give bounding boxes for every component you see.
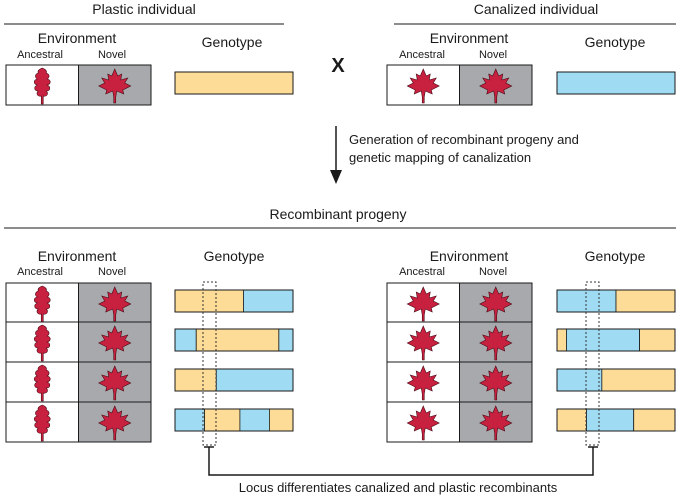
genotype-segment-blue — [215, 368, 294, 392]
genotype-segment-orange — [601, 368, 676, 392]
environment-label: Environment — [430, 248, 509, 264]
environment-label: Environment — [38, 30, 117, 46]
genotype-segment-blue — [243, 289, 294, 313]
novel-label: Novel — [479, 266, 507, 278]
ancestral-label: Ancestral — [17, 266, 63, 278]
genotype-segment-orange — [639, 328, 676, 352]
genotype-label: Genotype — [585, 248, 646, 264]
arrow-note-line2: genetic mapping of canalization — [349, 150, 531, 165]
ancestral-label: Ancestral — [399, 266, 445, 278]
novel-label: Novel — [479, 49, 507, 61]
canalized-individual-title: Canalized individual — [474, 1, 599, 17]
genotype-segment-blue — [566, 328, 641, 352]
locus-note: Locus differentiates canalized and plast… — [239, 480, 558, 495]
novel-label: Novel — [98, 49, 126, 61]
genotype-segment-orange — [174, 368, 217, 392]
environment-label: Environment — [38, 248, 117, 264]
genotype-segment-blue — [556, 71, 676, 95]
novel-label: Novel — [98, 266, 126, 278]
genotype-bar — [556, 328, 676, 352]
genotype-segment-orange — [556, 328, 567, 352]
genotype-bar — [174, 289, 294, 313]
genotype-bar — [174, 71, 294, 95]
genotype-segment-blue — [278, 328, 294, 352]
recombinant-progeny-title: Recombinant progeny — [270, 206, 407, 222]
genotype-segment-orange — [174, 289, 244, 313]
locus-bracket — [208, 447, 594, 476]
environment-label: Environment — [430, 30, 509, 46]
genotype-segment-orange — [633, 408, 676, 432]
plastic-individual-title: Plastic individual — [92, 1, 196, 17]
ancestral-label: Ancestral — [17, 49, 63, 61]
genotype-segment-blue — [239, 408, 270, 432]
rows-group — [5, 64, 676, 443]
genotype-bar — [174, 328, 294, 352]
genotype-segment-blue — [174, 328, 197, 352]
arrow-note-line1: Generation of recombinant progeny and — [349, 132, 579, 147]
genotype-bar — [556, 71, 676, 95]
genotype-segment-blue — [586, 408, 635, 432]
genotype-bar — [174, 408, 294, 432]
genotype-segment-blue — [556, 368, 603, 392]
genotype-segment-orange — [204, 408, 241, 432]
genotype-bar — [556, 289, 676, 313]
genotype-label: Genotype — [585, 34, 646, 50]
genotype-segment-blue — [174, 408, 205, 432]
arrow-head — [330, 170, 342, 184]
genotype-segment-orange — [195, 328, 280, 352]
genotype-segment-orange — [268, 408, 294, 432]
cross-symbol: X — [331, 55, 345, 77]
genotype-label: Genotype — [202, 34, 263, 50]
genotype-bar — [174, 368, 294, 392]
ancestral-label: Ancestral — [399, 49, 445, 61]
genotype-segment-orange — [556, 408, 587, 432]
genotype-label: Genotype — [204, 248, 265, 264]
genotype-bar — [556, 368, 676, 392]
genotype-segment-orange — [174, 71, 294, 95]
genotype-bar — [556, 408, 676, 432]
genotype-segment-orange — [615, 289, 676, 313]
